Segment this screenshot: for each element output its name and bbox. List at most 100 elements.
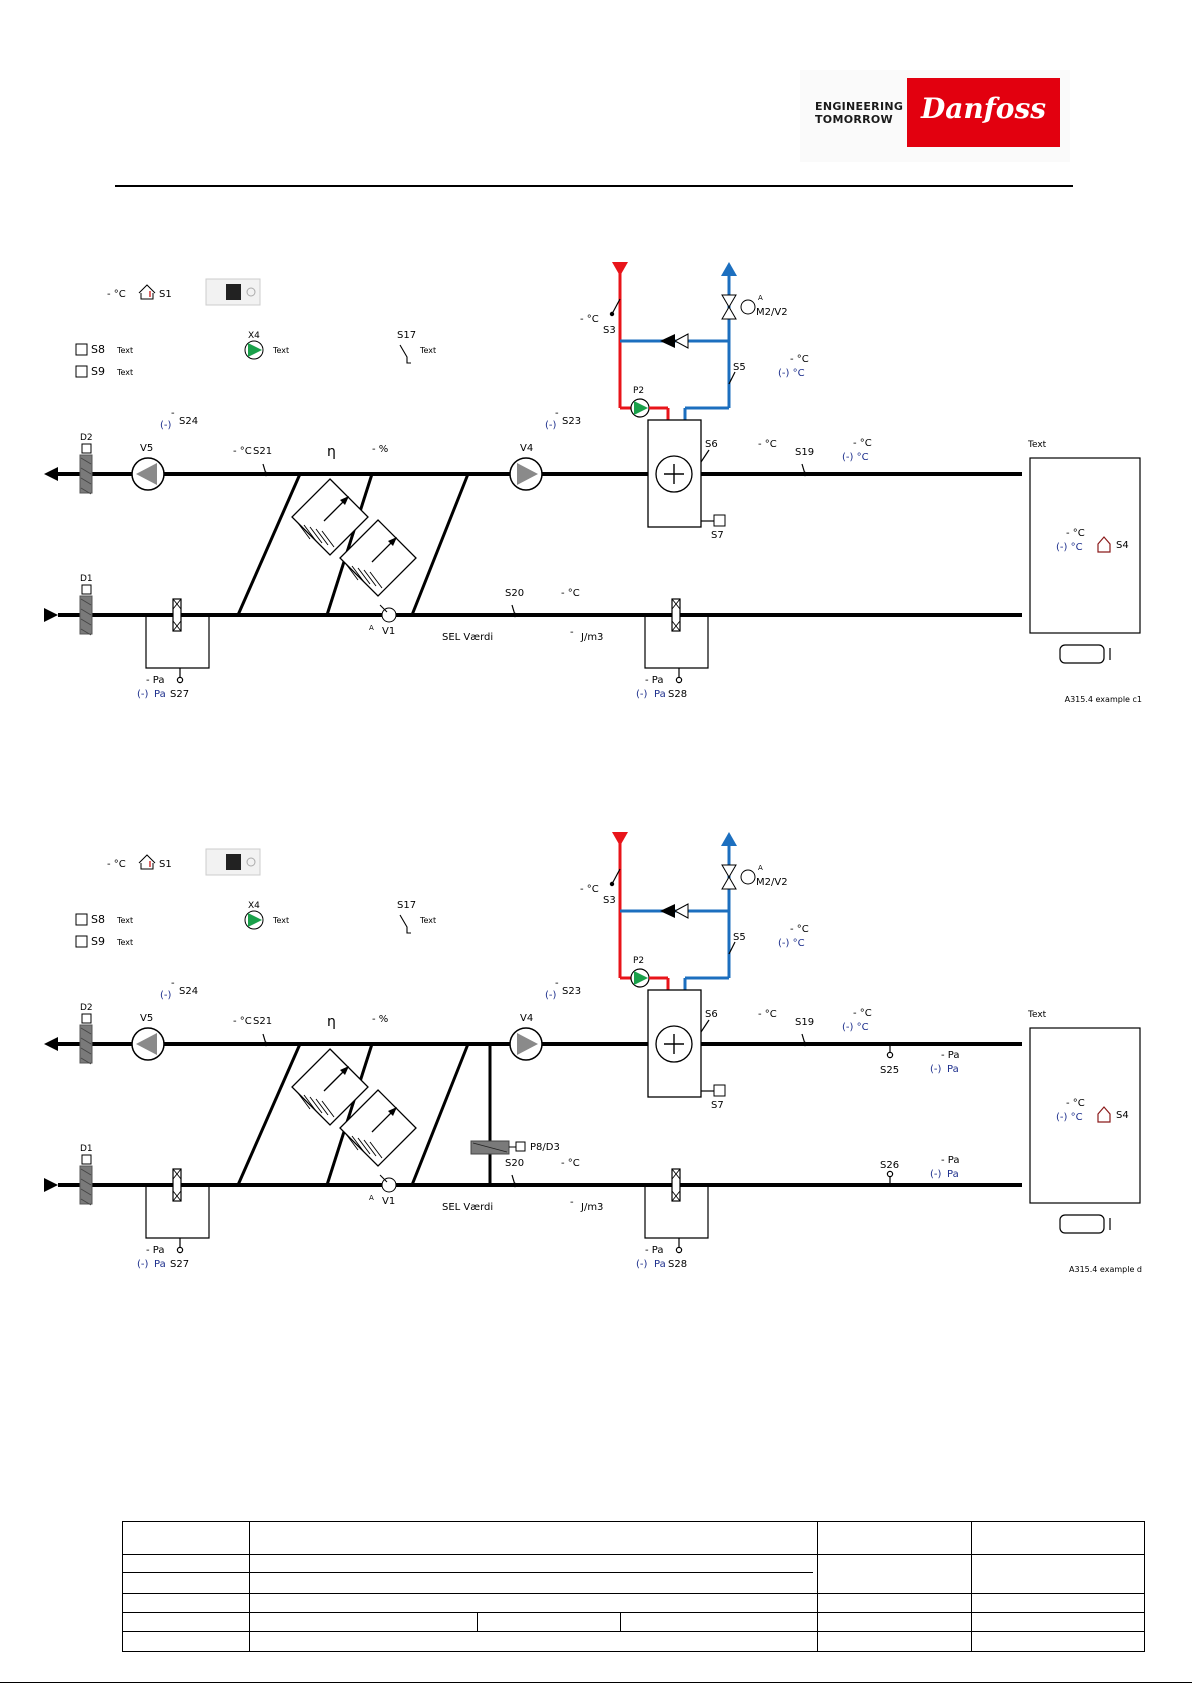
d1-damper-slat: [80, 1178, 92, 1186]
title-block: [122, 1521, 1145, 1652]
s3-label: S3: [603, 895, 616, 906]
s8-label: S8: [91, 913, 105, 926]
s20-sensor-dot: [512, 612, 518, 618]
supply-filter-2-frame: [671, 1168, 681, 1202]
s9-label: S9: [91, 365, 105, 378]
s19-label: S19: [795, 1017, 814, 1028]
check-valve-left: [660, 904, 675, 918]
mode-switch-knob: [226, 284, 241, 300]
s27-setpoint-bracket: (-): [137, 1259, 149, 1270]
heat-exchanger-2-arrow: [371, 1109, 395, 1133]
heat-exchanger-2-hatch: [369, 1141, 383, 1159]
header-rule: [115, 185, 1073, 187]
s7-box: [713, 514, 726, 527]
d2-damper-body: [79, 454, 93, 494]
mode-switch-led: [246, 857, 256, 867]
s4-setpoint: (-) °C: [1056, 542, 1083, 553]
s24-dash: -: [171, 978, 175, 989]
s17-label: S17: [397, 900, 416, 911]
heat-exchanger-1-hatch: [297, 522, 311, 540]
s17-label: S17: [397, 330, 416, 341]
heat-exchanger-2-hatch: [363, 569, 377, 587]
heat-exchanger-2-body: [339, 1089, 417, 1167]
tb-col-5: [620, 1612, 621, 1632]
supply-filter-1-x2: [172, 1168, 182, 1180]
d2-damper-slat: [80, 457, 92, 465]
s28-tap: [675, 1246, 683, 1254]
s19-setpoint: (-) °C: [842, 452, 869, 463]
return-pipe-arrow: [721, 262, 737, 276]
intake-arrow: [44, 608, 58, 622]
tb-col-3: [971, 1522, 972, 1651]
heat-exchanger-2-arrow: [371, 539, 395, 563]
p8-indicator: [515, 1141, 526, 1152]
p2-label: P2: [633, 956, 644, 966]
eta-symbol: η: [327, 1014, 336, 1030]
supply-filter-2-x2: [671, 598, 681, 610]
v1-a-label: A: [369, 1194, 374, 1202]
s21-label: S21: [253, 1016, 272, 1027]
m2-a-label: A: [758, 864, 763, 872]
s21-temp: - °C: [233, 1016, 252, 1027]
s17-switch-icon: [399, 344, 411, 364]
s28-setpoint-bracket: (-): [636, 689, 648, 700]
s4-setpoint: (-) °C: [1056, 1112, 1083, 1123]
room-text: Text: [1027, 440, 1047, 450]
p2-label: P2: [633, 386, 644, 396]
x4-pump-icon: [248, 343, 262, 357]
heat-exchanger-2-hatch: [363, 1139, 377, 1157]
x4-label: X4: [248, 331, 260, 341]
supply-filter-1-frame: [172, 1168, 182, 1202]
diagram-caption: A315.4 example c1: [1065, 695, 1142, 704]
s1-temp-value: - °C: [107, 859, 126, 870]
heat-exchanger-2-body: [339, 519, 417, 597]
v5-fan-blade: [136, 463, 157, 485]
s6-stem: [700, 1019, 710, 1033]
s28-pressure: - Pa: [645, 1245, 664, 1256]
tb-row-2: [123, 1572, 813, 1573]
heat-exchanger-1-body: [291, 478, 369, 556]
s6-temp: - °C: [758, 1009, 777, 1020]
tb-row-5: [123, 1631, 1144, 1632]
d2-damper-body: [79, 1024, 93, 1064]
s28-label: S28: [668, 1259, 687, 1270]
s25-label: S25: [880, 1065, 899, 1076]
s26-pressure: - Pa: [941, 1155, 960, 1166]
room-house-icon: [1097, 1106, 1111, 1123]
eta-symbol: η: [327, 444, 336, 460]
hx-duct-c: [410, 1043, 470, 1186]
check-valve-right: [673, 333, 689, 349]
p8-damper-blade: [472, 1142, 508, 1153]
exhaust-arrow: [44, 1037, 58, 1051]
s5-stem: [728, 941, 736, 955]
s21-label: S21: [253, 446, 272, 457]
s28-pressure-loop: [644, 615, 709, 669]
d1-label: D1: [80, 1144, 93, 1154]
v1-label: V1: [382, 626, 395, 637]
s4-label: S4: [1116, 540, 1129, 551]
heat-exchanger-1-arrow: [323, 1068, 347, 1092]
v5-fan-blade: [136, 1033, 157, 1055]
s19-label: S19: [795, 447, 814, 458]
v2-valve-top: [721, 864, 737, 878]
tagline-line-2: TOMORROW: [815, 113, 893, 126]
s1-label: S1: [159, 289, 172, 300]
heat-exchanger-1-hatch: [321, 1100, 335, 1118]
d2-label: D2: [80, 433, 93, 443]
s28-setpoint-unit: Pa: [654, 689, 666, 700]
outdoor-house-icon: [138, 854, 156, 870]
v5-label: V5: [140, 443, 153, 454]
s20-label: S20: [505, 588, 524, 599]
s27-setpoint-unit: Pa: [154, 689, 166, 700]
heat-exchanger-1-arrowhead: [340, 1066, 349, 1075]
heat-exchanger-1-hatch: [315, 528, 329, 546]
s19-temp: - °C: [853, 438, 872, 449]
logo-red-block: Danfoss: [907, 78, 1060, 147]
s21-sensor-dot: [263, 471, 269, 477]
heat-exchanger-2-arrowhead: [388, 537, 397, 546]
s25-tap: [886, 1051, 894, 1059]
d2-damper-slat: [80, 1027, 92, 1035]
v1-a-label: A: [369, 624, 374, 632]
s23-dash: -: [555, 978, 559, 989]
